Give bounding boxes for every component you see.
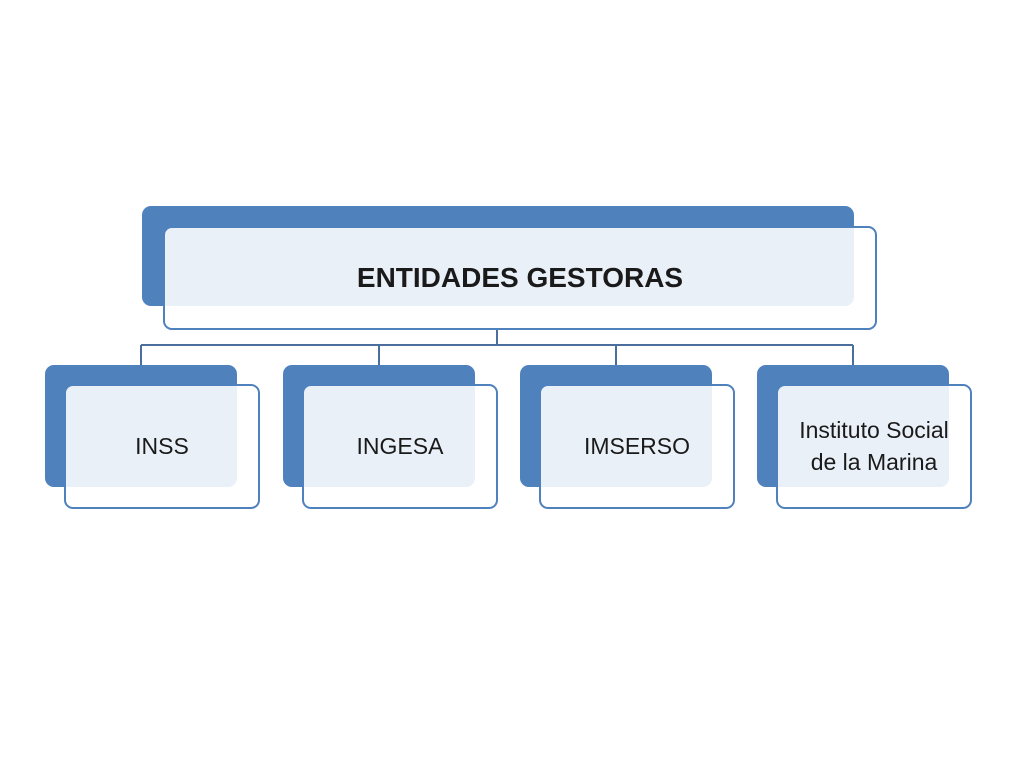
child-node-label: Instituto Social de la Marina <box>776 384 972 509</box>
child-node-label: IMSERSO <box>539 384 735 509</box>
child-node-ingesa: INGESA <box>283 365 500 511</box>
root-node: ENTIDADES GESTORAS <box>142 206 877 330</box>
child-node-label: INSS <box>64 384 260 509</box>
root-node-label: ENTIDADES GESTORAS <box>163 226 877 330</box>
child-node-inss: INSS <box>45 365 262 511</box>
child-node-imserso: IMSERSO <box>520 365 737 511</box>
child-node-instituto-social-marina: Instituto Social de la Marina <box>757 365 974 511</box>
child-node-label: INGESA <box>302 384 498 509</box>
